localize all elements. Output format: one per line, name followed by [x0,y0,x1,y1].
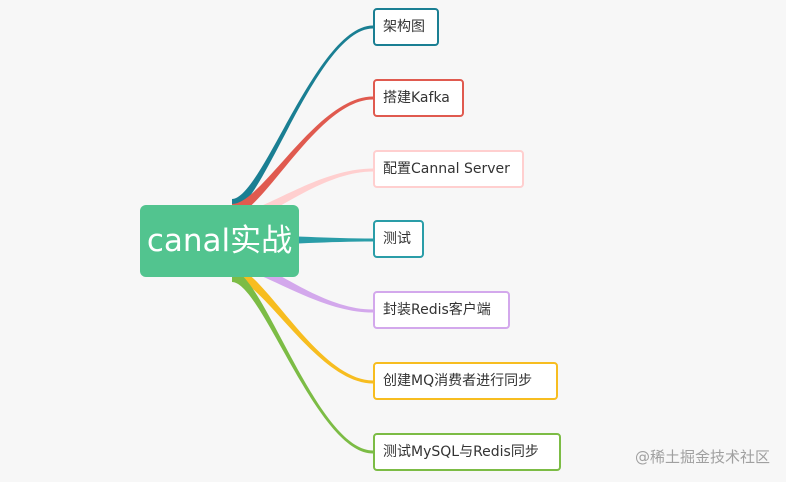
branch-node-mq-consumer[interactable]: 创建MQ消费者进行同步 [373,362,558,400]
connector-architecture [232,25,373,211]
connector-mysql-redis-sync [232,270,373,454]
branch-node-mysql-redis-sync[interactable]: 测试MySQL与Redis同步 [373,433,561,471]
branch-node-kafka[interactable]: 搭建Kafka [373,79,464,117]
connector-kafka [232,96,373,216]
branch-node-architecture[interactable]: 架构图 [373,8,439,46]
root-node[interactable]: canal实战 [140,205,299,277]
connector-mq-consumer [232,266,373,384]
branch-node-canal-server[interactable]: 配置Cannal Server [373,150,524,188]
watermark: @稀土掘金技术社区 [634,448,770,466]
branch-node-redis-client[interactable]: 封装Redis客户端 [373,291,510,329]
branch-node-test[interactable]: 测试 [373,220,424,258]
